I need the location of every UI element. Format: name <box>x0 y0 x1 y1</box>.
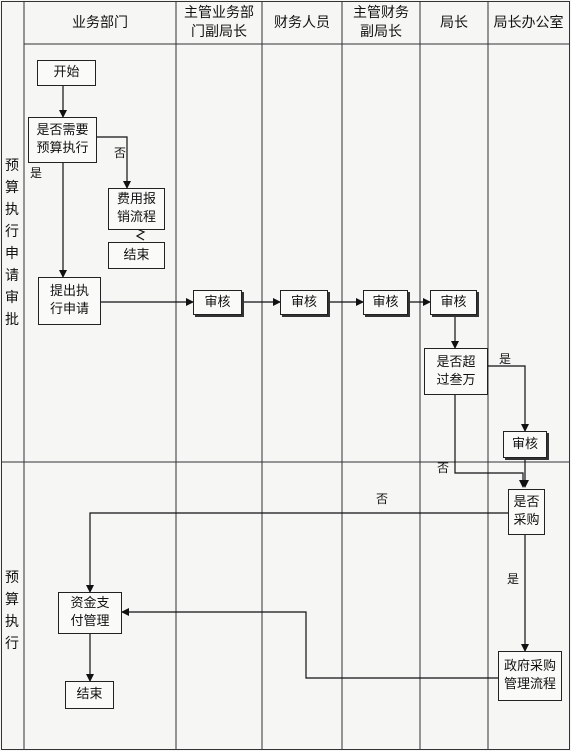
arrow-no-to-fund <box>86 512 508 593</box>
node-need-budget-decision: 是否需要 预算执行 <box>28 117 97 163</box>
node-submit-request: 提出执 行申请 <box>38 277 101 325</box>
connector-squiggle <box>135 228 146 241</box>
node-is-purchase-decision: 是否 采购 <box>508 489 545 535</box>
arrow-no-to-expense <box>97 136 131 189</box>
node-review-finance-deputy: 审核 <box>363 290 408 315</box>
arrow-yes-to-review5 <box>488 365 529 432</box>
lane-header-finance-deputy: 主管财务 副局长 <box>353 5 409 40</box>
lane-header-director-office: 局长办公室 <box>493 14 564 31</box>
node-review-finance-staff: 审核 <box>280 290 328 315</box>
node-fund-payment: 资金支 付管理 <box>58 592 122 634</box>
lane-header-finance-staff: 财务人员 <box>274 14 330 31</box>
edge-label-no-fund: 否 <box>376 492 389 506</box>
lane-header-business-dept: 业务部门 <box>72 14 128 31</box>
phase-label-execution: 预算执行 <box>5 570 19 652</box>
node-expense-flow: 费用报 销流程 <box>108 188 165 230</box>
edge-label-yes-submit: 是 <box>30 166 43 180</box>
node-over-30k-decision: 是否超 过叁万 <box>424 348 488 395</box>
edge-label-no-expense: 否 <box>114 146 127 160</box>
node-review-director-office: 审核 <box>503 431 547 458</box>
lane-header-director: 局长 <box>440 14 468 31</box>
node-review-business-deputy: 审核 <box>193 290 242 315</box>
node-end-top: 结束 <box>108 242 165 269</box>
node-end-bottom: 结束 <box>65 681 114 709</box>
edge-label-no-purchase: 否 <box>437 461 450 475</box>
node-start: 开始 <box>37 60 96 86</box>
phase-label-approval: 预算执行申请审批 <box>5 158 19 328</box>
edge-label-yes-review: 是 <box>499 352 512 366</box>
arrow-gov-to-fund <box>121 608 498 679</box>
lane-header-business-deputy: 主管业务部 门副局长 <box>184 5 254 40</box>
connector-arrows <box>59 86 529 682</box>
node-gov-purchase-flow: 政府采购 管理流程 <box>498 651 562 701</box>
node-review-director: 审核 <box>430 290 477 315</box>
edge-label-yes-gov: 是 <box>507 572 520 586</box>
